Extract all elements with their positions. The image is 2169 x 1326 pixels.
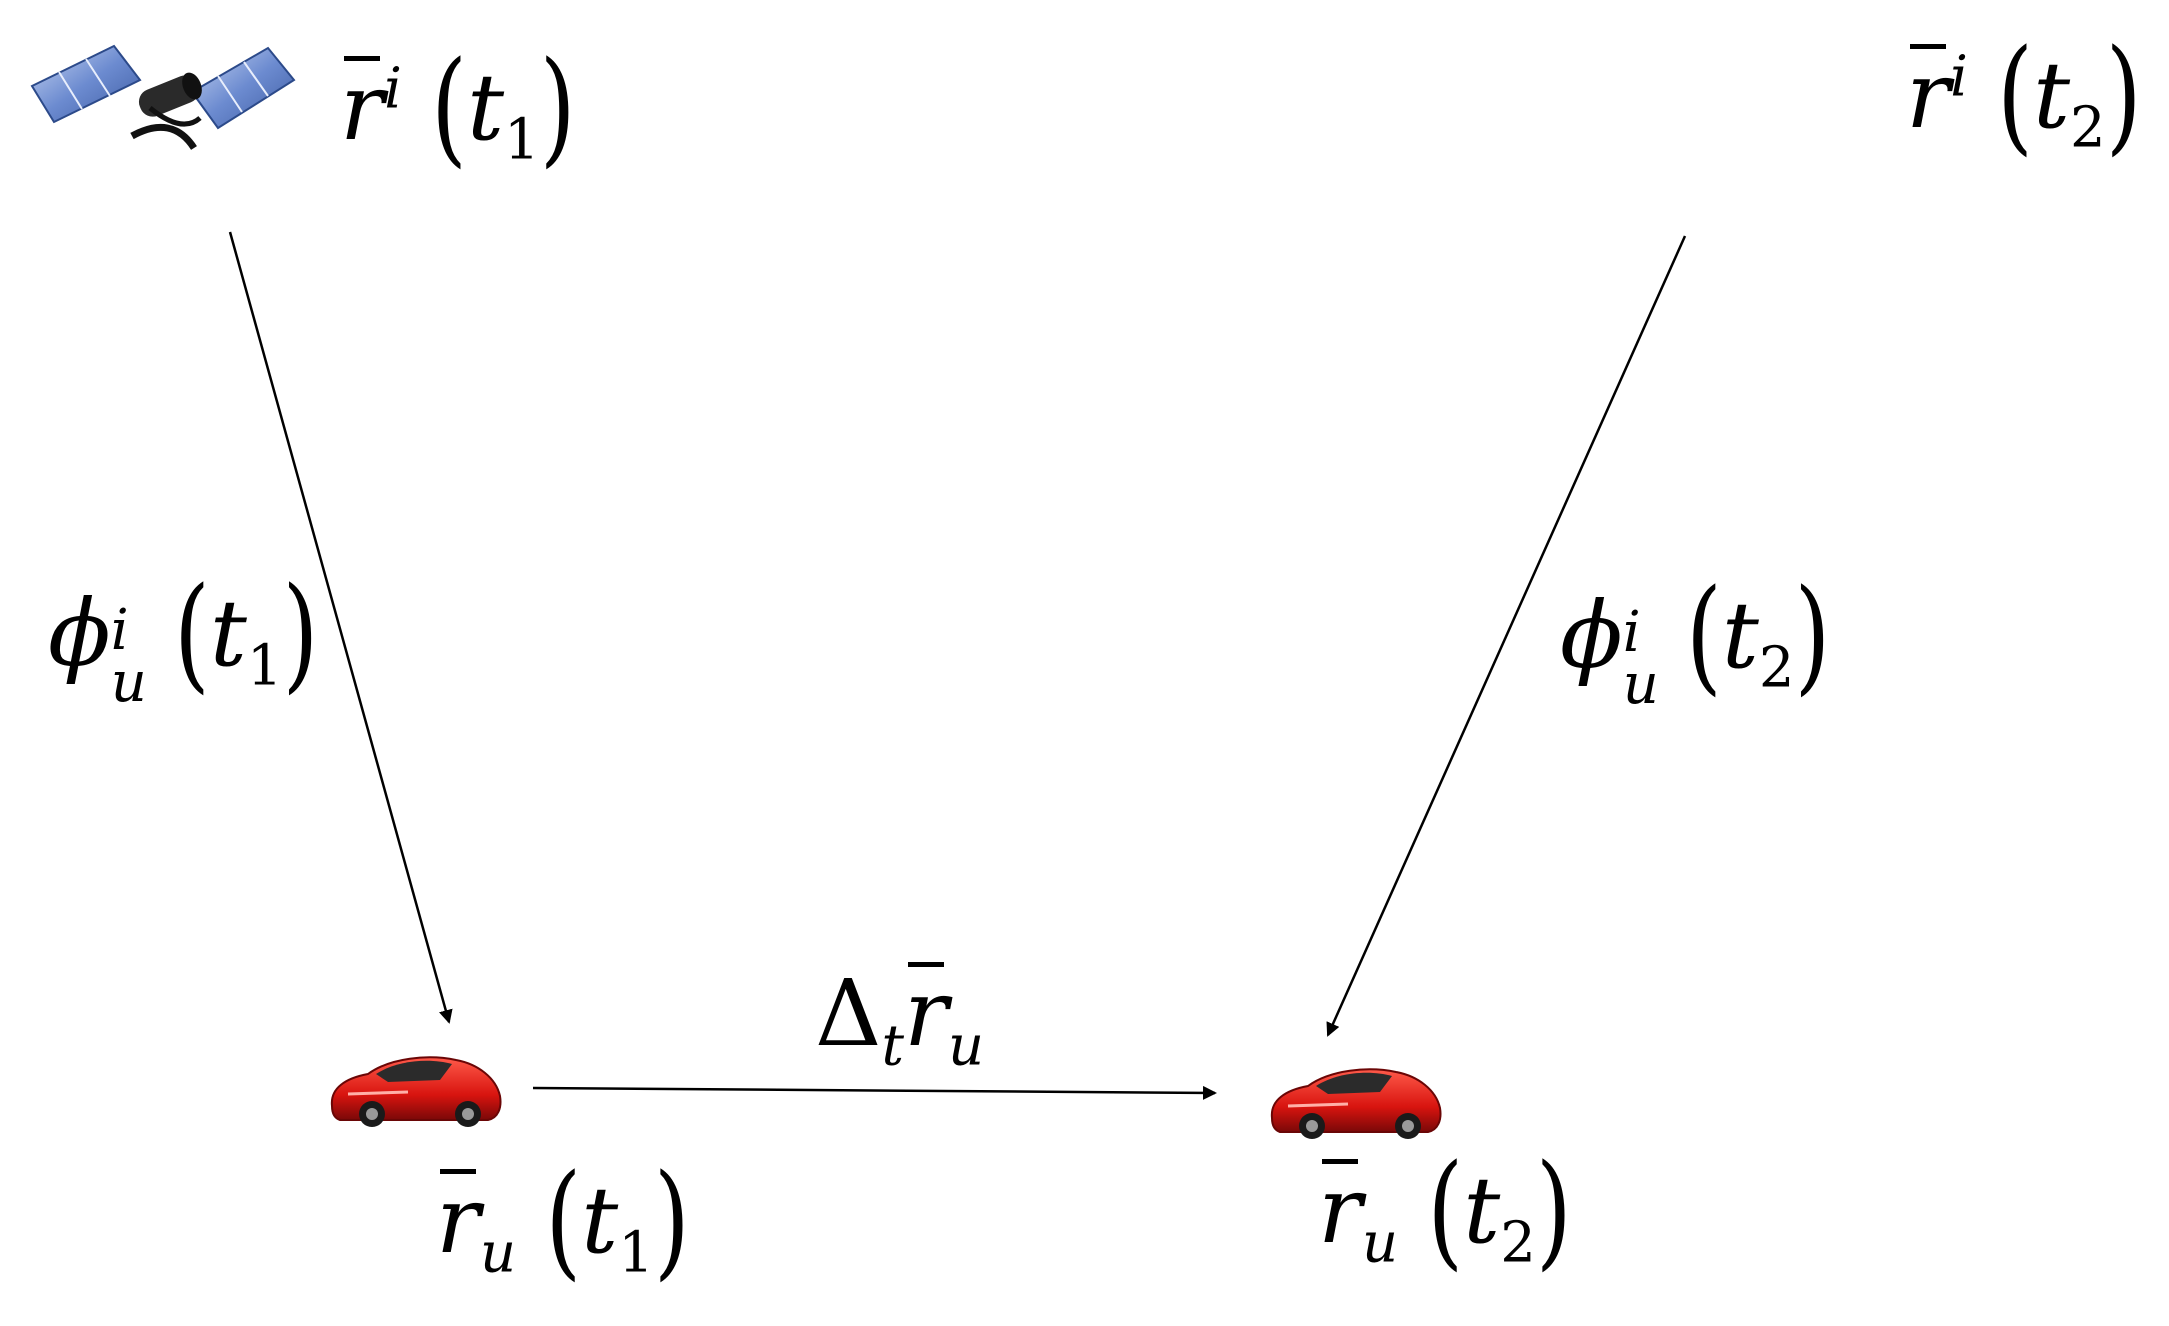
car-icon xyxy=(330,1055,502,1129)
satellite-icon xyxy=(32,46,294,148)
signal-arrow-t1 xyxy=(228,231,453,1024)
car2-position-label: ru (t2) xyxy=(1318,1138,1572,1283)
sat1-position-label: ri (t1) xyxy=(340,35,576,180)
displacement-label: Δtru xyxy=(815,960,985,1079)
car1-position-label: ru (t1) xyxy=(436,1148,690,1293)
car-icon xyxy=(1270,1067,1442,1141)
signal-arrow-t2 xyxy=(1326,235,1687,1037)
displacement-arrow xyxy=(532,1085,1217,1100)
sat2-position-label: ri (t2) xyxy=(1906,23,2142,168)
